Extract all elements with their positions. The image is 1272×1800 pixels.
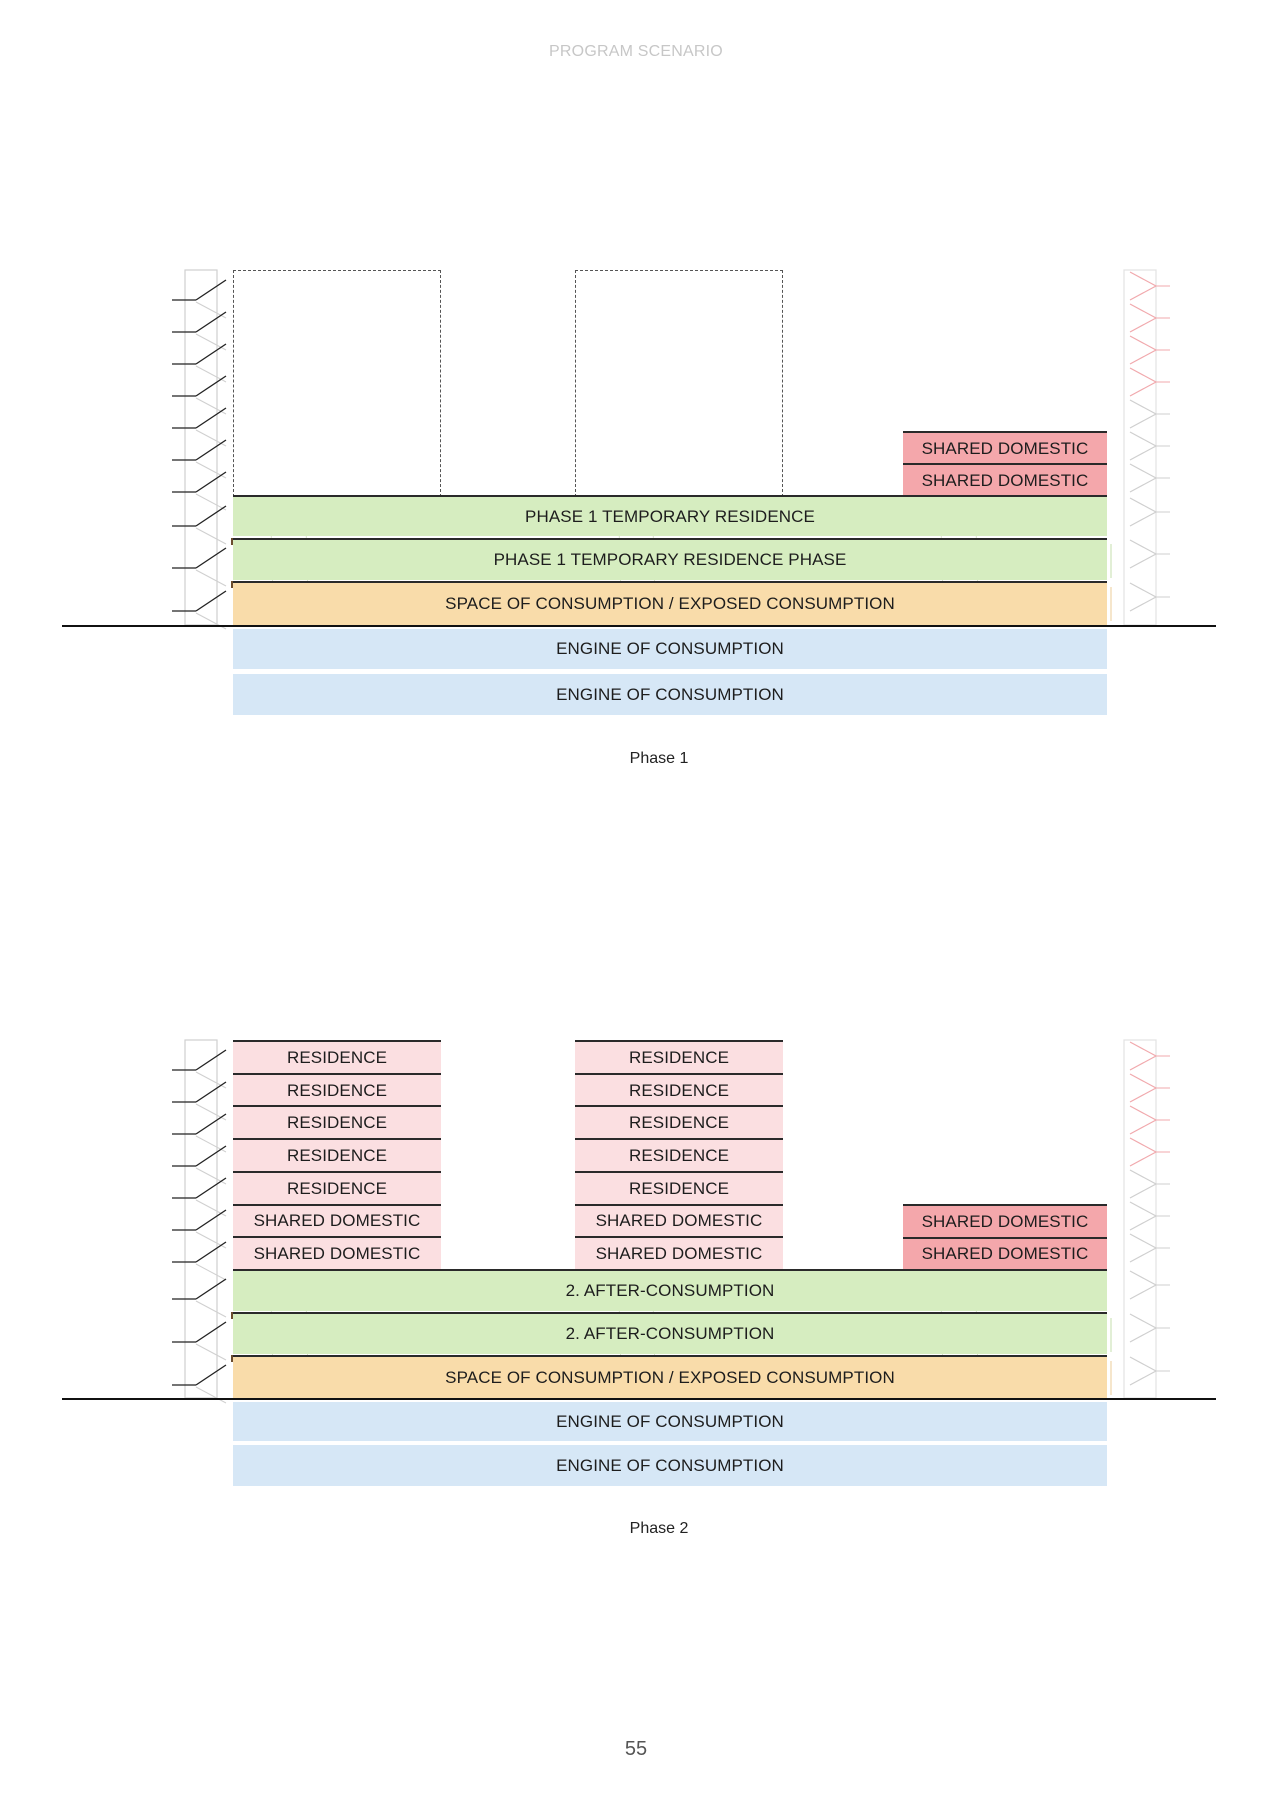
phase-2-caption: Phase 2 (629, 1520, 689, 1537)
residenceblock: RESIDENCE (233, 1170, 441, 1205)
space-of-consumption-block: SPACE OF CONSUMPTION / EXPOSED CONSUMPTI… (233, 581, 1107, 625)
residenceblock: RESIDENCE (575, 1105, 783, 1140)
right-stair-flight (1129, 497, 1158, 527)
right-stair-flight (1129, 1169, 1158, 1199)
left-stair-return (195, 569, 227, 587)
shared-domesticblock: SHARED DOMESTIC (233, 1236, 441, 1270)
right-stair-flight (1129, 1137, 1158, 1167)
engine-of-consumption-block: ENGINE OF CONSUMPTION (233, 674, 1107, 715)
space-of-consumption-block: SPACE OF CONSUMPTION / EXPOSED CONSUMPTI… (233, 1355, 1107, 1398)
temporary-residence-phase-block: PHASE 1 TEMPORARY RESIDENCE PHASE (233, 538, 1107, 580)
left-stair-flight (195, 311, 227, 333)
left-stair-flight (195, 1364, 227, 1386)
left-stair-flight (195, 1278, 227, 1300)
left-stair-flight (195, 471, 227, 493)
engine-of-consumption-block: ENGINE OF CONSUMPTION (233, 1402, 1107, 1441)
left-stair-flight (195, 1081, 227, 1103)
left-stair-flight (195, 343, 227, 365)
left-stair-flight (195, 1321, 227, 1343)
right-stair-flight (1129, 463, 1158, 493)
right-stair-flight (1129, 1073, 1158, 1103)
phase-1-diagram: SHARED DOMESTIC SHARED DOMESTIC PHASE 1 … (0, 230, 1272, 670)
ground-line (62, 1398, 1216, 1400)
shared-domesticblock: SHARED DOMESTIC (575, 1203, 783, 1238)
right-stair-flight (1129, 1356, 1158, 1386)
after-consumption-block: 2. AFTER-CONSUMPTION (233, 1312, 1107, 1354)
right-stair-flight (1129, 271, 1158, 301)
after-consumption-block: 2. AFTER-CONSUMPTION (233, 1269, 1107, 1311)
left-stair-flight (195, 407, 227, 429)
left-stair-flight (195, 1113, 227, 1135)
shared-domesticblock: SHARED DOMESTIC (575, 1236, 783, 1270)
right-stair-flight (1129, 367, 1158, 397)
shared-domesticblock: SHARED DOMESTIC (903, 1236, 1107, 1270)
future-tower-middle-outline (575, 270, 783, 497)
right-stair-flight (1129, 399, 1158, 429)
right-stair-flight (1129, 335, 1158, 365)
phase-1-caption: Phase 1 (629, 750, 689, 767)
residenceblock: RESIDENCE (575, 1170, 783, 1205)
engine-of-consumption-block: ENGINE OF CONSUMPTION (233, 629, 1107, 669)
left-stair-flight (195, 279, 227, 301)
left-stair-flight (195, 1209, 227, 1231)
residenceblock: RESIDENCE (575, 1138, 783, 1172)
left-stair-flight (195, 1177, 227, 1199)
right-stair-flight (1129, 1105, 1158, 1135)
right-stair-flight (1129, 1313, 1158, 1343)
ground-line (62, 625, 1216, 627)
right-stair-flight (1129, 1041, 1158, 1071)
left-stair-flight (195, 375, 227, 397)
left-stair-flight (195, 439, 227, 461)
residenceblock: RESIDENCE (233, 1040, 441, 1074)
left-stair-flight (195, 590, 227, 612)
temporary-residence-block: PHASE 1 TEMPORARY RESIDENCE (233, 495, 1107, 536)
left-stair-flight (195, 1049, 227, 1071)
left-stair-core (184, 269, 218, 626)
left-stair-return (195, 1300, 227, 1318)
left-stair-flight (195, 505, 227, 527)
left-stair-flight (195, 1145, 227, 1167)
right-stair-flight (1129, 1233, 1158, 1263)
shared-domestic-block: SHARED DOMESTIC (903, 431, 1107, 464)
right-stair-flight (1129, 539, 1158, 569)
residenceblock: RESIDENCE (233, 1072, 441, 1107)
left-stair-return (195, 493, 227, 511)
residenceblock: RESIDENCE (575, 1072, 783, 1107)
shared-domesticblock: SHARED DOMESTIC (233, 1203, 441, 1238)
right-stair-flight (1129, 303, 1158, 333)
right-stair-flight (1129, 1201, 1158, 1231)
residenceblock: RESIDENCE (575, 1040, 783, 1074)
shared-domesticblock: SHARED DOMESTIC (903, 1204, 1107, 1238)
right-stair-flight (1129, 582, 1158, 612)
right-stair-core (1123, 269, 1157, 626)
engine-of-consumption-block: ENGINE OF CONSUMPTION (233, 1445, 1107, 1486)
left-stair-flight (195, 1241, 227, 1263)
left-stair-return (195, 1263, 227, 1281)
page-header: PROGRAM SCENARIO (549, 43, 723, 60)
left-stair-return (195, 1386, 227, 1404)
future-tower-left-outline (233, 270, 441, 497)
left-stair-return (195, 1343, 227, 1361)
left-stair-return (195, 527, 227, 545)
right-stair-flight (1129, 431, 1158, 461)
page-number: 55 (624, 1738, 648, 1760)
shared-domestic-block: SHARED DOMESTIC (903, 463, 1107, 496)
residenceblock: RESIDENCE (233, 1105, 441, 1140)
right-stair-flight (1129, 1270, 1158, 1300)
left-stair-flight (195, 547, 227, 569)
residenceblock: RESIDENCE (233, 1138, 441, 1172)
